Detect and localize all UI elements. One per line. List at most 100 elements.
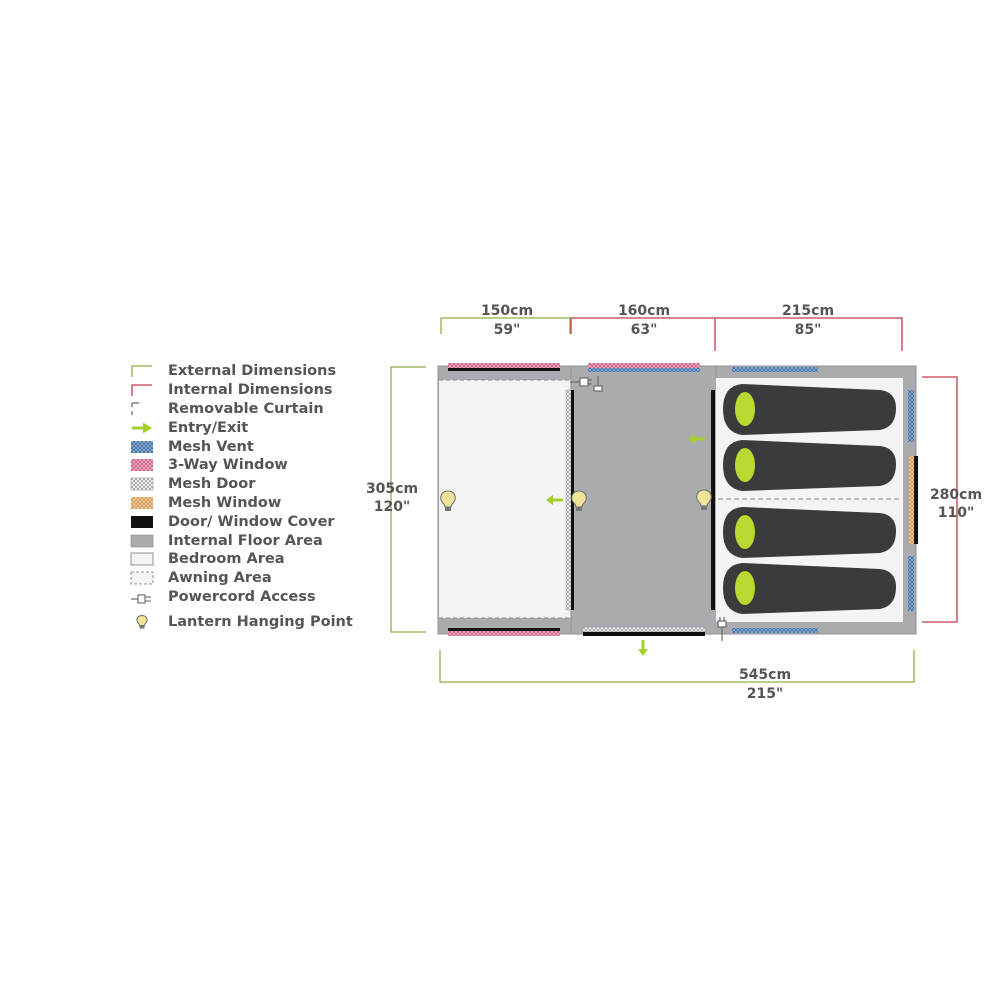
legend-label: Mesh Window	[168, 494, 282, 511]
awning-area-swatch	[130, 571, 154, 585]
mesh-vent	[908, 390, 914, 442]
legend-item-external: External Dimensions	[130, 362, 370, 381]
legend-label: Mesh Vent	[168, 438, 254, 455]
dim-height-internal-cm: 280cm	[930, 487, 982, 503]
mesh-vent-swatch	[131, 440, 153, 453]
legend-label: Removable Curtain	[168, 400, 324, 417]
door-window-cover-swatch	[131, 515, 153, 528]
dim-section-2-line	[570, 317, 716, 351]
legend-label: Powercord Access	[168, 588, 316, 605]
mesh-window	[909, 456, 914, 544]
mesh-vent	[908, 556, 914, 611]
removable-curtain-swatch	[131, 402, 139, 415]
lantern-icon	[571, 490, 587, 511]
sleeping-bag-hood	[735, 392, 755, 426]
internal-floor-swatch	[130, 534, 154, 547]
window-cover	[448, 368, 560, 371]
powercord-icon	[131, 594, 151, 604]
dim-section-3-in: 85"	[795, 322, 822, 338]
legend-label: Internal Floor Area	[168, 532, 323, 549]
door-cover	[583, 632, 705, 636]
entry-arrows	[546, 434, 705, 656]
legend-item-internal: Internal Dimensions	[130, 381, 370, 400]
sleeping-bag	[723, 384, 896, 435]
legend-label: Awning Area	[168, 570, 272, 587]
dim-section-2-in: 63"	[631, 322, 658, 338]
dim-height-internal-line	[922, 376, 958, 623]
legend-item-mesh-vent: Mesh Vent	[130, 437, 370, 456]
sleeping-bag	[723, 563, 896, 614]
bedroom-area-swatch	[130, 552, 154, 566]
dim-section-3-cm: 215cm	[782, 303, 834, 319]
legend-label: Lantern Hanging Point	[168, 613, 353, 630]
awning-dashed-outline	[439, 379, 571, 619]
legend-item-lantern: Lantern Hanging Point	[130, 612, 370, 631]
legend-item-three-way-window: 3-Way Window	[130, 456, 370, 475]
legend-label: External Dimensions	[168, 363, 337, 380]
lantern-icon	[136, 614, 148, 629]
door-cover	[711, 390, 715, 610]
sleeping-bags	[723, 384, 896, 614]
dim-height-external-in: 120"	[374, 499, 411, 515]
powercords	[570, 376, 727, 641]
legend-label: Door/ Window Cover	[168, 513, 335, 530]
entry-arrow-icon	[132, 422, 152, 434]
dim-section-1-in: 59"	[494, 322, 521, 338]
legend-item-entry: Entry/Exit	[130, 418, 370, 437]
legend: External Dimensions Internal Dimensions …	[130, 362, 370, 631]
entry-arrow-icon	[688, 434, 705, 444]
external-dimensions-swatch	[131, 365, 152, 378]
legend-item-cover: Door/ Window Cover	[130, 512, 370, 531]
lantern-icon	[440, 490, 456, 511]
dim-section-2-cm: 160cm	[618, 303, 670, 319]
dim-height-external-line	[390, 366, 426, 633]
sleeping-bag	[723, 507, 896, 558]
dim-height-internal-in: 110"	[938, 505, 975, 521]
legend-label: Mesh Door	[168, 476, 256, 493]
mesh-door	[565, 389, 572, 611]
legend-item-mesh-door: Mesh Door	[130, 475, 370, 494]
three-way-window-swatch	[131, 459, 153, 472]
powercord-icon	[570, 376, 603, 392]
legend-item-curtain: Removable Curtain	[130, 400, 370, 419]
dim-section-3-line	[716, 317, 903, 351]
entry-arrow-icon	[546, 495, 563, 505]
mesh-door-swatch	[130, 477, 154, 491]
lantern-icon	[696, 489, 712, 510]
dim-total-length-cm: 545cm	[739, 667, 791, 683]
lanterns	[440, 489, 712, 511]
legend-item-powercord: Powercord Access	[130, 588, 370, 607]
three-way-window	[448, 363, 560, 368]
legend-label: 3-Way Window	[168, 457, 288, 474]
dimension-lines	[390, 317, 958, 683]
sleeping-bag-hood	[735, 448, 755, 482]
legend-item-bedroom: Bedroom Area	[130, 550, 370, 569]
dim-section-1-line	[440, 317, 571, 334]
dim-total-length-in: 215"	[747, 686, 784, 702]
dim-section-1-cm: 150cm	[481, 303, 533, 319]
dim-total-length-line	[439, 650, 915, 683]
legend-label: Internal Dimensions	[168, 382, 333, 399]
entry-arrow-icon	[638, 640, 648, 656]
three-way-window	[588, 363, 700, 368]
mesh-door	[582, 626, 706, 633]
dim-height-external-cm: 305cm	[366, 481, 418, 497]
sleeping-bag-hood	[735, 515, 755, 549]
three-way-window	[448, 631, 560, 636]
sleeping-bag	[723, 440, 896, 491]
internal-dimensions-swatch	[131, 384, 152, 397]
dimension-texts: 150cm 59" 160cm 63" 215cm 85" 305cm 120"…	[366, 303, 982, 702]
mesh-vent	[588, 368, 700, 372]
sleeping-bag-hood	[735, 571, 755, 605]
powercord-icon	[717, 617, 727, 641]
window-cover	[914, 456, 918, 544]
legend-item-awning: Awning Area	[130, 569, 370, 588]
mesh-vent	[732, 367, 818, 372]
legend-item-floor: Internal Floor Area	[130, 531, 370, 550]
mesh-vent	[732, 628, 818, 633]
mesh-window-swatch	[131, 496, 153, 509]
legend-label: Bedroom Area	[168, 551, 285, 568]
legend-label: Entry/Exit	[168, 419, 249, 436]
window-cover	[448, 628, 560, 631]
